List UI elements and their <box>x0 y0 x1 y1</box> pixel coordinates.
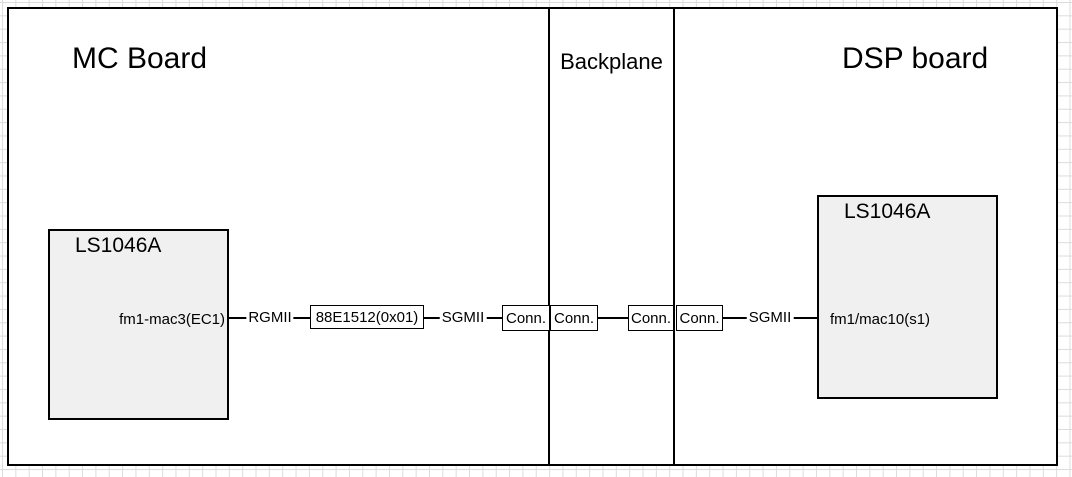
connector-box-2: Conn. <box>550 305 598 331</box>
dsp-ls1046a-chip: LS1046A fm1/mac10(s1) <box>817 195 998 399</box>
mc-chip-port-label: fm1-mac3(EC1) <box>119 311 225 328</box>
dsp-board-title: DSP board <box>842 42 989 75</box>
backplane-link-line <box>598 317 628 319</box>
connector-box-4: Conn. <box>676 305 723 331</box>
mc-ls1046a-chip: LS1046A fm1-mac3(EC1) <box>48 229 229 420</box>
sgmii-right-link-label: SGMII <box>746 309 794 326</box>
sgmii-left-link-label: SGMII <box>439 309 487 326</box>
mc-chip-title: LS1046A <box>75 234 162 257</box>
dsp-chip-port-label: fm1/mac10(s1) <box>830 311 931 328</box>
backplane-left-divider <box>548 7 550 466</box>
dsp-chip-title: LS1046A <box>844 200 931 223</box>
connector-box-3: Conn. <box>628 305 674 331</box>
backplane-title: Backplane <box>560 49 663 74</box>
backplane-right-divider <box>673 7 675 466</box>
rgmii-link-label: RGMII <box>246 309 294 326</box>
mc-board-title: MC Board <box>72 42 208 75</box>
connector-box-1: Conn. <box>502 305 550 331</box>
phy-88e1512-box: 88E1512(0x01) <box>310 305 424 329</box>
